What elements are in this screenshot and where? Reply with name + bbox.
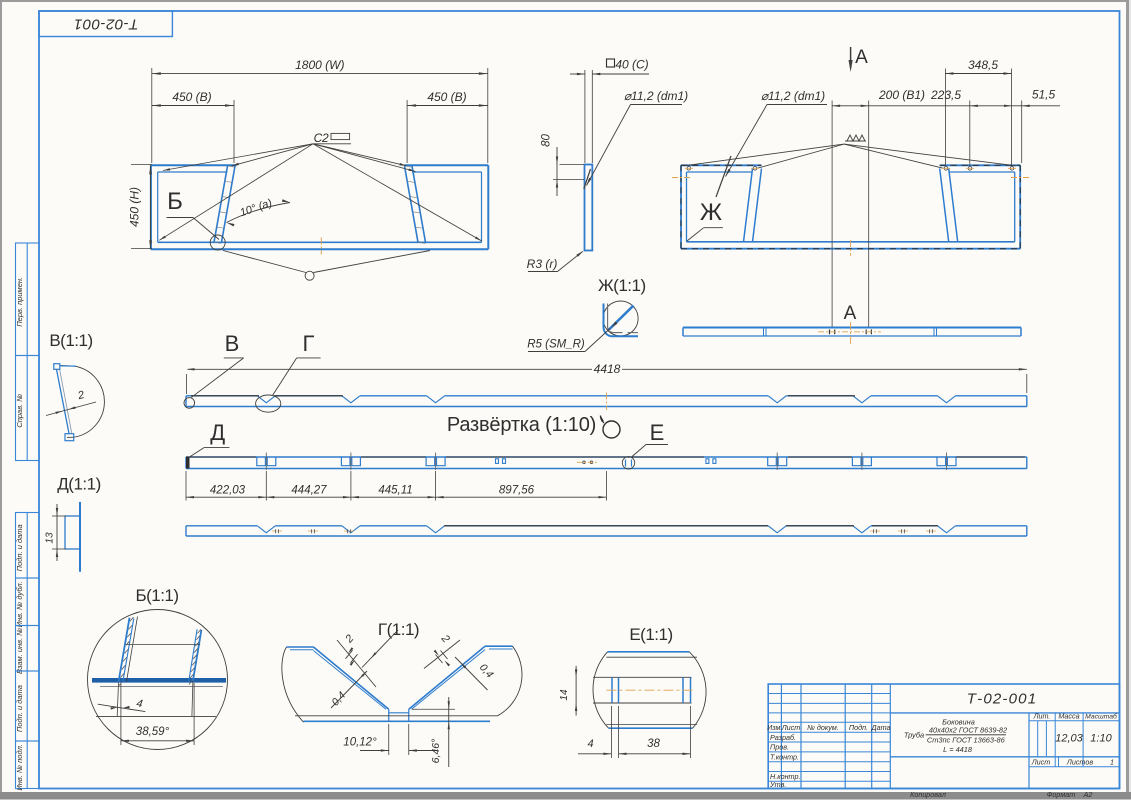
- svg-text:Лит.: Лит.: [1033, 711, 1051, 720]
- svg-text:Лист: Лист: [781, 723, 801, 732]
- svg-text:С2: С2: [314, 131, 329, 145]
- svg-text:Утв.: Утв.: [769, 780, 786, 789]
- svg-text:Инв. № подл.: Инв. № подл.: [15, 744, 24, 791]
- svg-text:Масса: Масса: [1058, 711, 1079, 720]
- svg-text:Д(1:1): Д(1:1): [57, 475, 100, 494]
- svg-text:450 (B): 450 (B): [427, 90, 466, 104]
- svg-text:Боковина: Боковина: [942, 717, 975, 726]
- svg-text:Инв. № дубл.: Инв. № дубл.: [15, 581, 24, 627]
- svg-text:40х40х2 ГОСТ 8639-82: 40х40х2 ГОСТ 8639-82: [929, 726, 1007, 735]
- svg-text:Перв. примен.: Перв. примен.: [15, 277, 24, 327]
- svg-text:Листов: Листов: [1066, 757, 1093, 766]
- svg-text:№ докум.: № докум.: [807, 723, 839, 732]
- svg-text:1800 (W): 1800 (W): [295, 58, 344, 72]
- svg-text:445,11: 445,11: [378, 485, 412, 497]
- svg-text:422,03: 422,03: [210, 485, 246, 497]
- svg-text:Б: Б: [167, 188, 183, 215]
- svg-text:1: 1: [1110, 757, 1114, 766]
- svg-text:Ж: Ж: [700, 199, 722, 226]
- svg-text:348,5: 348,5: [968, 58, 998, 72]
- svg-text:Б(1:1): Б(1:1): [135, 586, 178, 605]
- svg-text:Формат: Формат: [1047, 790, 1076, 799]
- svg-text:38,59°: 38,59°: [136, 726, 170, 738]
- svg-text:Дата: Дата: [871, 723, 891, 732]
- svg-text:Д: Д: [210, 420, 225, 445]
- svg-text:10,12°: 10,12°: [343, 737, 377, 749]
- svg-text:Е: Е: [650, 420, 665, 445]
- svg-text:14: 14: [559, 689, 570, 701]
- svg-text:450 (B): 450 (B): [172, 90, 211, 104]
- svg-text:38: 38: [647, 738, 660, 750]
- svg-text:Разраб.: Разраб.: [770, 733, 796, 742]
- svg-text:Г(1:1): Г(1:1): [378, 620, 419, 639]
- svg-text:Справ. №: Справ. №: [15, 394, 24, 428]
- svg-text:Подп. и дата: Подп. и дата: [15, 524, 24, 571]
- svg-text:450 (H): 450 (H): [128, 187, 142, 227]
- svg-text:R3 (r): R3 (r): [527, 257, 558, 271]
- svg-text:Г: Г: [303, 331, 315, 356]
- svg-text:В(1:1): В(1:1): [49, 331, 92, 350]
- svg-text:Ст3пс ГОСТ 13663-86: Ст3пс ГОСТ 13663-86: [927, 735, 1006, 744]
- svg-text:Т.контр.: Т.контр.: [770, 753, 799, 762]
- svg-text:80: 80: [541, 134, 553, 147]
- svg-text:2: 2: [438, 632, 452, 645]
- svg-text:2: 2: [343, 633, 357, 646]
- svg-text:0,4: 0,4: [477, 662, 496, 681]
- svg-text:Подп. и дата: Подп. и дата: [15, 685, 24, 732]
- svg-text:12,03: 12,03: [1055, 733, 1083, 745]
- svg-text:Развёртка (1:10): Развёртка (1:10): [447, 414, 596, 436]
- svg-text:4: 4: [587, 738, 593, 750]
- svg-text:6,46°: 6,46°: [430, 739, 442, 764]
- svg-text:Масштаб: Масштаб: [1085, 712, 1118, 720]
- svg-text:40 (C): 40 (C): [615, 58, 648, 72]
- svg-text:Ж(1:1): Ж(1:1): [598, 276, 646, 295]
- svg-text:2: 2: [76, 389, 86, 402]
- svg-text:Т-02-001: Т-02-001: [74, 16, 139, 33]
- svg-text:Е(1:1): Е(1:1): [629, 625, 672, 644]
- svg-text:0,4: 0,4: [329, 689, 348, 708]
- svg-text:В: В: [225, 331, 240, 356]
- svg-text:51,5: 51,5: [1032, 88, 1056, 102]
- svg-text:13: 13: [44, 532, 55, 544]
- svg-text:А2: А2: [1083, 790, 1093, 799]
- svg-text:4418: 4418: [594, 362, 621, 376]
- svg-text:Изм.: Изм.: [767, 723, 782, 732]
- svg-text:R5 (SM_R): R5 (SM_R): [527, 339, 585, 351]
- svg-text:4: 4: [136, 698, 144, 711]
- svg-text:Т-02-001: Т-02-001: [967, 691, 1037, 708]
- svg-text:⌀11,2 (dm1): ⌀11,2 (dm1): [761, 89, 825, 103]
- svg-text:1:10: 1:10: [1090, 733, 1112, 745]
- svg-text:444,27: 444,27: [291, 485, 327, 497]
- svg-text:10° (a): 10° (a): [238, 197, 274, 219]
- svg-text:897,56: 897,56: [499, 485, 535, 497]
- svg-text:А: А: [855, 47, 868, 68]
- svg-text:А: А: [844, 303, 857, 324]
- svg-text:Н.контр.: Н.контр.: [770, 772, 800, 781]
- svg-text:Копировал: Копировал: [910, 790, 946, 799]
- svg-text:Пров.: Пров.: [770, 743, 789, 752]
- svg-text:200 (B1): 200 (B1): [878, 88, 925, 102]
- svg-text:Взам. инв. №: Взам. инв. №: [15, 628, 24, 674]
- svg-text:Лист: Лист: [1031, 757, 1051, 766]
- svg-text:⌀11,2 (dm1): ⌀11,2 (dm1): [624, 89, 688, 103]
- svg-text:L = 4418: L = 4418: [943, 745, 973, 754]
- svg-text:Труба: Труба: [904, 730, 924, 739]
- svg-text:Подп.: Подп.: [849, 723, 868, 732]
